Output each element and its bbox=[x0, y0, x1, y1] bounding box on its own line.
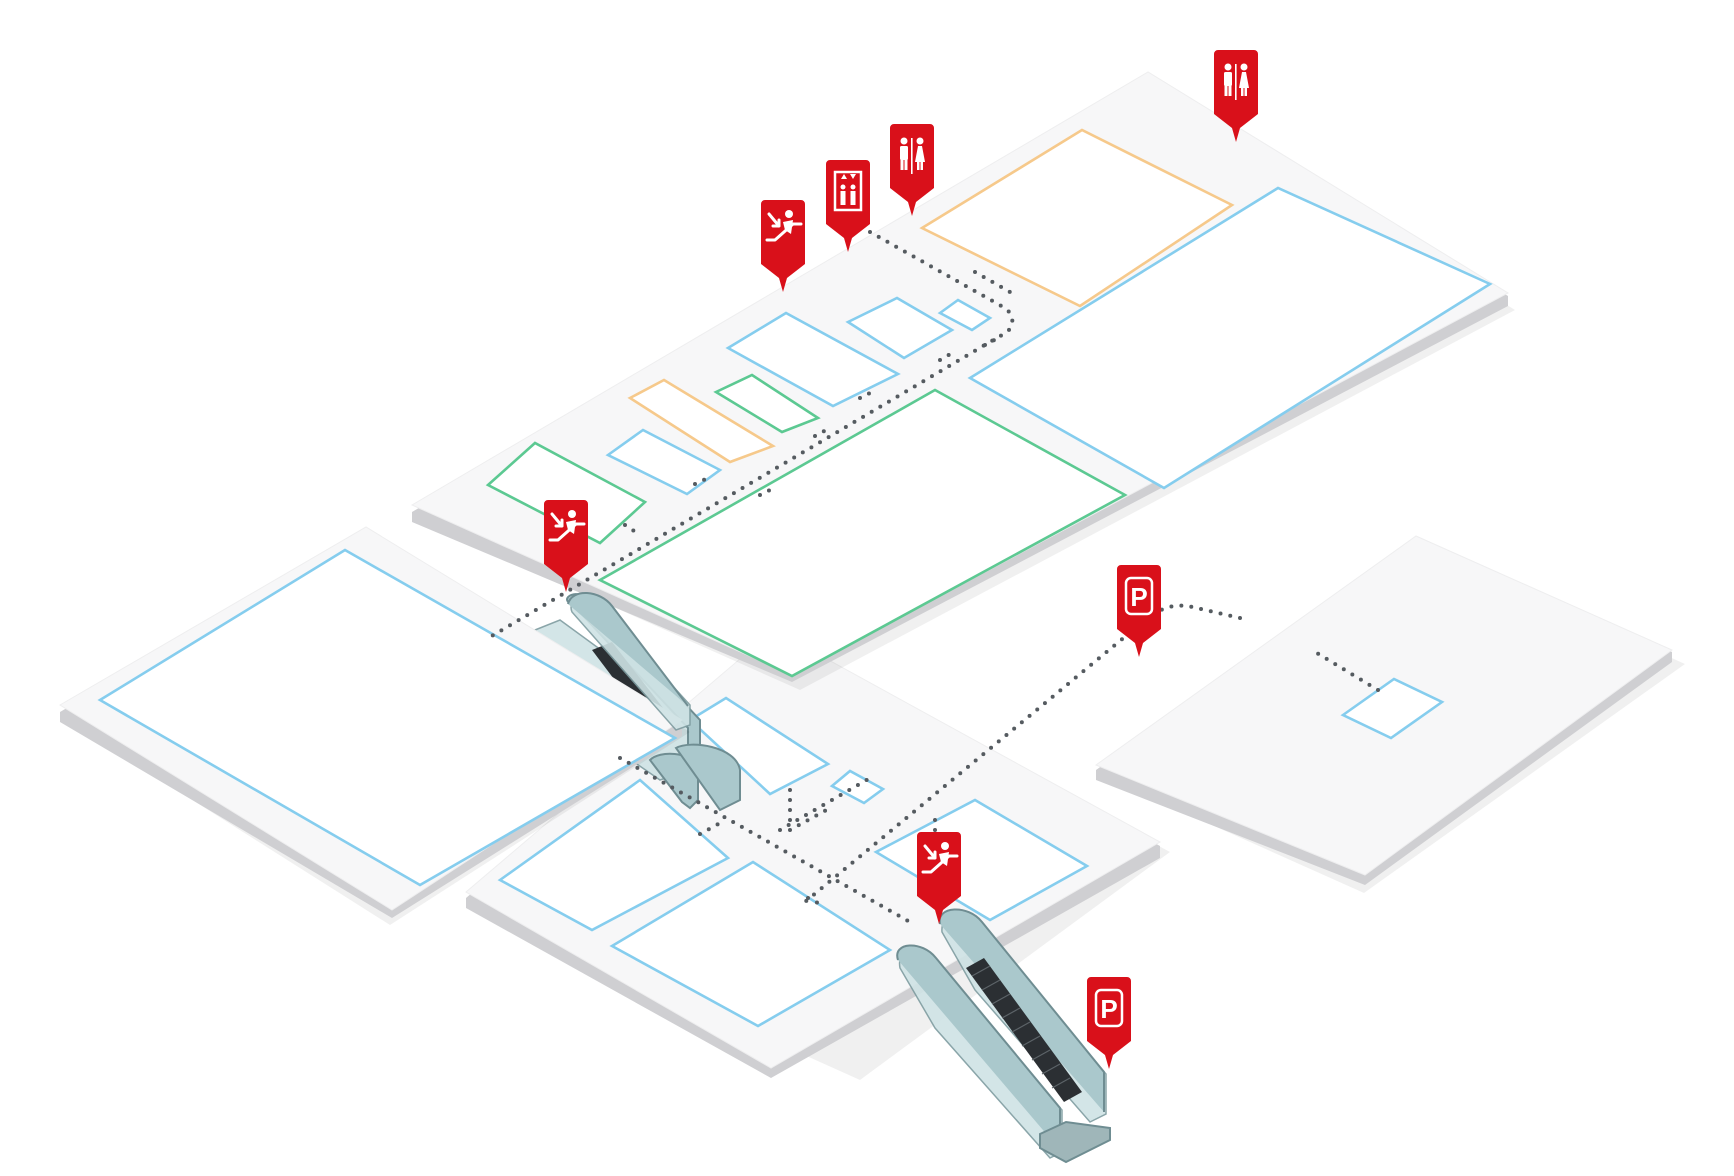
pin-marker-icon bbox=[1117, 565, 1161, 657]
lower-zone-small[interactable] bbox=[829, 769, 886, 805]
escalator-icon bbox=[765, 210, 803, 242]
escalator-icon bbox=[548, 510, 586, 542]
elevator-pin[interactable] bbox=[826, 160, 870, 252]
orange-zone-top[interactable] bbox=[919, 128, 1235, 308]
lower-zone-left[interactable] bbox=[497, 778, 731, 932]
parking-icon: P bbox=[1094, 988, 1124, 1028]
left-floor bbox=[59, 526, 690, 925]
orange-zone-small[interactable] bbox=[627, 378, 776, 464]
escalator-steps bbox=[971, 965, 1071, 1089]
restroom-icon bbox=[900, 137, 925, 174]
pin-marker-icon bbox=[1087, 977, 1131, 1069]
blue-zone-a[interactable] bbox=[725, 311, 901, 408]
lower-zone-center[interactable] bbox=[687, 696, 831, 796]
blue-zone-b[interactable] bbox=[845, 296, 955, 360]
parking-icon: P bbox=[1124, 576, 1154, 616]
escalator-bottom[interactable] bbox=[896, 908, 1111, 1164]
escalator-pin-lower[interactable] bbox=[917, 832, 961, 924]
parking-label: P bbox=[1100, 994, 1117, 1024]
escalator-pin-upper[interactable] bbox=[761, 200, 805, 292]
restroom-pin[interactable] bbox=[890, 124, 934, 216]
parking-label: P bbox=[1130, 582, 1147, 612]
pin-marker-icon bbox=[826, 160, 870, 252]
parking-floor bbox=[1094, 535, 1685, 893]
parking-pin-middle[interactable]: P bbox=[1117, 565, 1161, 657]
walking-paths bbox=[483, 230, 1380, 924]
lower-zone-bottom[interactable] bbox=[609, 860, 893, 1028]
escalator-pin-middle[interactable] bbox=[544, 500, 588, 592]
parking-pin-bottom[interactable]: P bbox=[1087, 977, 1131, 1069]
green-zone-large[interactable] bbox=[597, 388, 1128, 678]
elevator-icon bbox=[833, 170, 863, 212]
restroom-pin-top-right[interactable] bbox=[1214, 50, 1258, 142]
left-zone-large[interactable] bbox=[97, 548, 678, 887]
blue-zone-large[interactable] bbox=[967, 186, 1493, 490]
blue-zone-c[interactable] bbox=[937, 298, 993, 332]
restroom-icon bbox=[1224, 63, 1249, 100]
green-zone-small[interactable] bbox=[713, 373, 821, 434]
upper-floor bbox=[410, 71, 1515, 690]
blue-zone-d[interactable] bbox=[605, 428, 723, 496]
escalator-middle[interactable] bbox=[567, 591, 691, 731]
escalator-icon bbox=[921, 842, 959, 874]
